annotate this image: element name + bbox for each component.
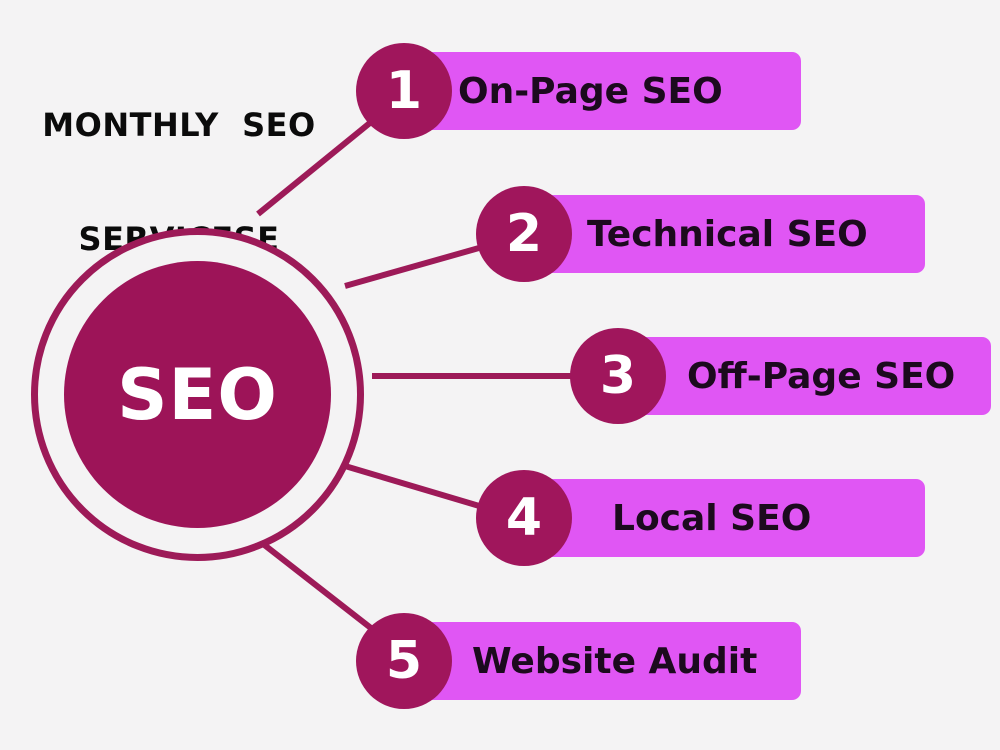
service-bar-3: Off-Page SEO <box>618 337 991 415</box>
connector-4 <box>344 463 487 511</box>
service-bar-5: Website Audit <box>404 622 801 700</box>
service-label-1: On-Page SEO <box>458 70 723 112</box>
number-1: 1 <box>385 61 423 121</box>
service-bar-2: Technical SEO <box>524 195 925 273</box>
title-line-1: MONTHLY SEO <box>42 106 316 144</box>
service-item-3: Off-Page SEO 3 <box>570 328 991 424</box>
service-item-4: Local SEO 4 <box>476 470 925 566</box>
service-bar-1: On-Page SEO <box>404 52 801 130</box>
number-5: 5 <box>385 631 423 691</box>
service-label-5: Website Audit <box>472 640 758 682</box>
hub-label: SEO <box>117 353 278 436</box>
service-item-1: On-Page SEO 1 <box>356 43 801 139</box>
number-circle-5: 5 <box>356 613 452 709</box>
number-circle-3: 3 <box>570 328 666 424</box>
number-4: 4 <box>505 488 543 548</box>
number-3: 3 <box>599 346 637 406</box>
number-2: 2 <box>505 204 543 264</box>
hub-circle: SEO <box>64 261 331 528</box>
connector-5 <box>256 537 378 635</box>
service-label-2: Technical SEO <box>587 213 868 255</box>
connector-2 <box>344 243 487 289</box>
service-label-4: Local SEO <box>612 497 812 539</box>
connector-1 <box>256 115 378 217</box>
service-item-2: Technical SEO 2 <box>476 186 925 282</box>
number-circle-4: 4 <box>476 470 572 566</box>
number-circle-2: 2 <box>476 186 572 282</box>
service-bar-4: Local SEO <box>524 479 925 557</box>
number-circle-1: 1 <box>356 43 452 139</box>
service-item-5: Website Audit 5 <box>356 613 801 709</box>
service-label-3: Off-Page SEO <box>687 355 956 397</box>
